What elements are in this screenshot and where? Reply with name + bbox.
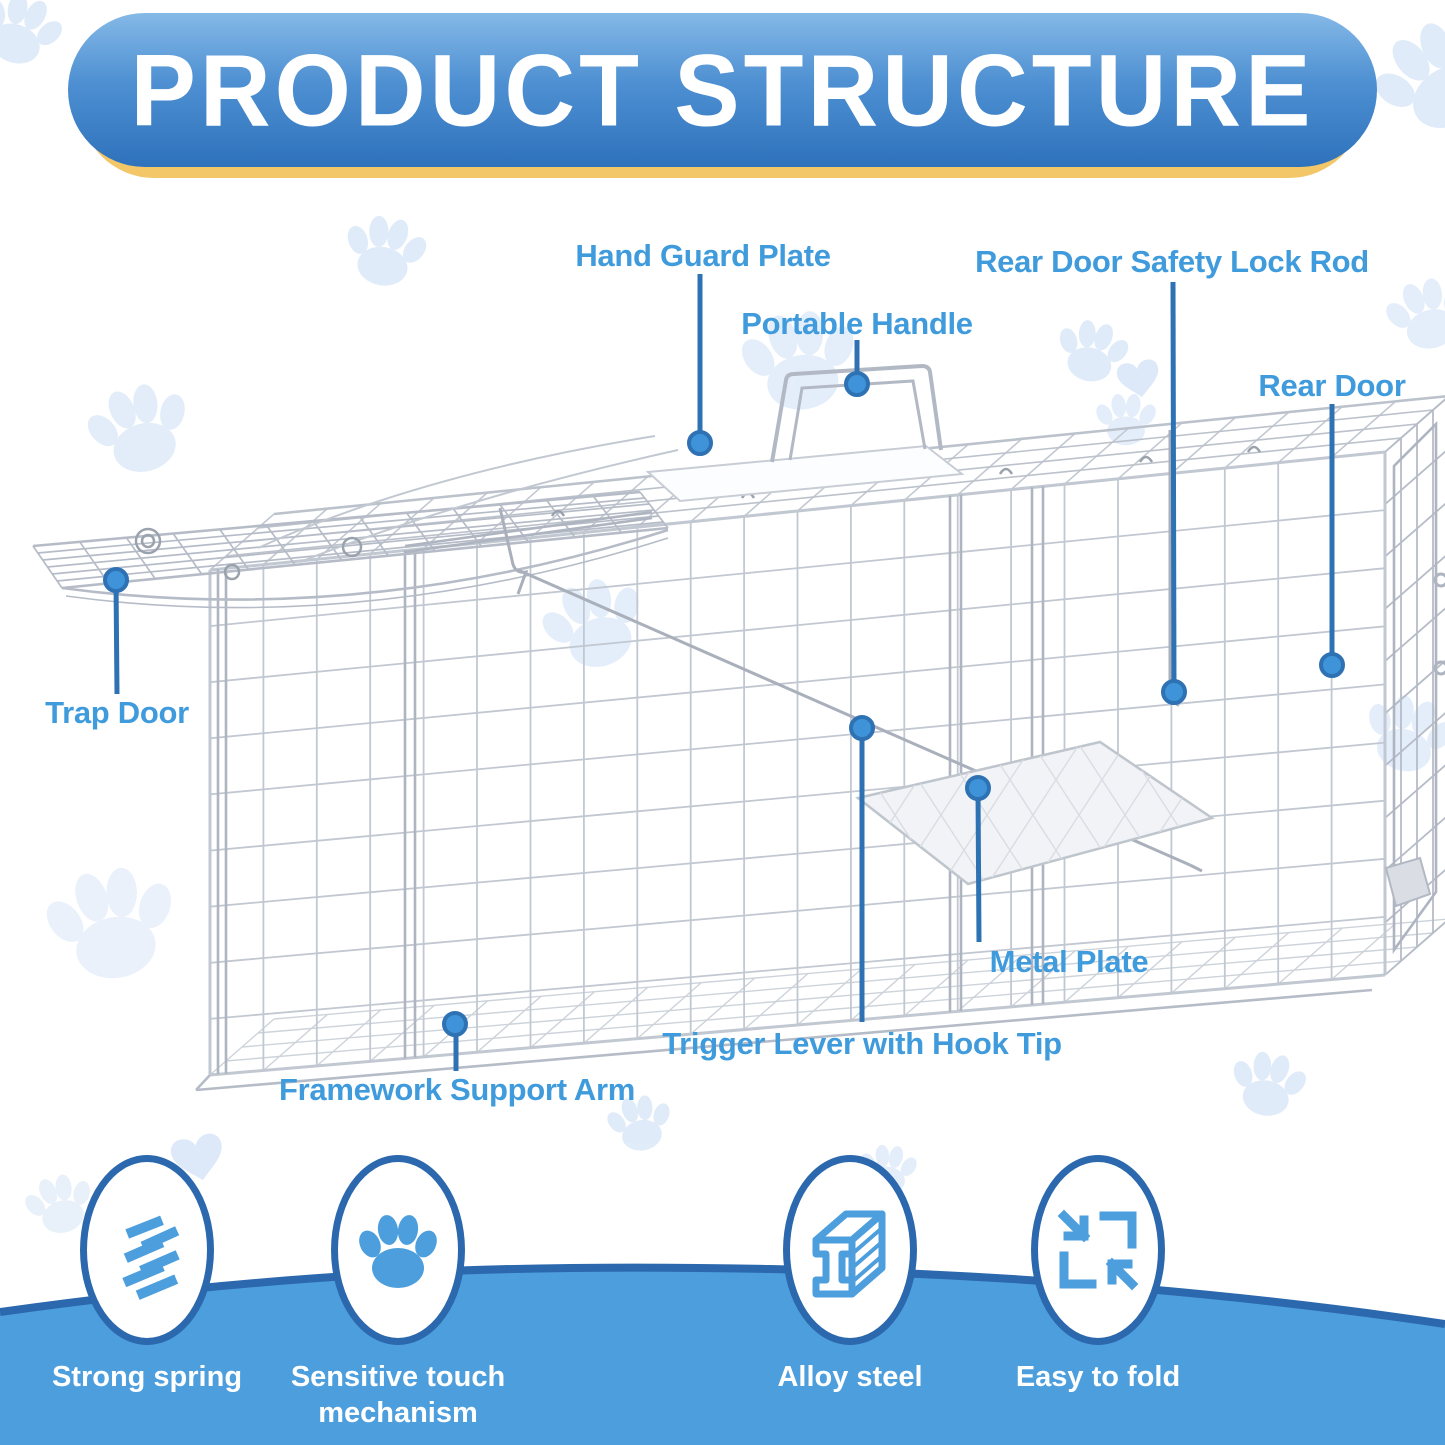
cage-front-wall xyxy=(208,450,1387,1077)
callout-dot-rear-door xyxy=(1319,652,1345,678)
steel-icon xyxy=(812,1210,886,1298)
callout-line-rear-door-safety-lock-rod xyxy=(1170,281,1177,693)
callout-overlay xyxy=(103,274,1345,1071)
rear-door-hinge xyxy=(1433,660,1445,676)
rear-door-lock-plate xyxy=(1384,856,1432,908)
feature-circle-sensitive-touch xyxy=(331,1155,465,1345)
callout-line-trap-door xyxy=(113,579,120,695)
feature-circle-strong-spring xyxy=(80,1155,214,1345)
hand-guard-plate xyxy=(645,444,965,503)
paw-icon xyxy=(359,1215,437,1288)
feature-label: Alloy steel xyxy=(777,1361,923,1393)
callout-label-framework-support-arm: Framework Support Arm xyxy=(279,1072,635,1107)
feature-alloy-steel: Alloy steel xyxy=(690,1155,1010,1395)
fold-icon xyxy=(1057,1209,1139,1291)
rear-door-details xyxy=(1384,420,1445,955)
roof-clip xyxy=(1246,445,1262,453)
trap-door-details xyxy=(61,435,1262,609)
feature-label: Strong spring xyxy=(51,1361,243,1393)
callout-line-metal-plate xyxy=(975,787,982,943)
door-spring-coil xyxy=(134,527,162,555)
page-title: PRODUCT STRUCTURE xyxy=(130,32,1315,147)
callout-label-rear-door: Rear Door xyxy=(1258,368,1406,403)
feature-label: Sensitive touch mechanism xyxy=(290,1361,506,1430)
feature-easy-to-fold: Easy to fold xyxy=(938,1155,1258,1395)
callout-label-metal-plate: Metal Plate xyxy=(989,944,1149,979)
callout-label-portable-handle: Portable Handle xyxy=(741,306,973,341)
door-spring-coil xyxy=(341,536,363,558)
banner: PRODUCT STRUCTURE xyxy=(68,13,1377,167)
roof-clip xyxy=(1138,455,1154,463)
callout-dot-portable-handle xyxy=(844,371,870,397)
metal-plate xyxy=(855,740,1215,886)
feature-circle-easy-to-fold xyxy=(1031,1155,1165,1345)
callout-dot-rear-door-safety-lock-rod xyxy=(1161,679,1187,705)
feature-label: Easy to fold xyxy=(1015,1361,1181,1393)
feature-sensitive-touch: Sensitive touch mechanism xyxy=(238,1155,558,1432)
feature-strong-spring: Strong spring xyxy=(0,1155,307,1395)
feature-circle-alloy-steel xyxy=(783,1155,917,1345)
callout-label-rear-door-safety-lock-rod: Rear Door Safety Lock Rod xyxy=(975,244,1369,279)
callout-label-trigger-lever: Trigger Lever with Hook Tip xyxy=(662,1026,1062,1061)
callout-dot-hand-guard-plate xyxy=(687,430,713,456)
rear-door-hinge xyxy=(1433,572,1445,588)
roof-clip xyxy=(998,467,1014,475)
callout-dot-trap-door xyxy=(103,567,129,593)
spring-icon xyxy=(122,1215,180,1300)
callout-dot-trigger-lever xyxy=(849,715,875,741)
callout-dot-metal-plate xyxy=(965,775,991,801)
roof-clip xyxy=(550,509,566,517)
door-guide-rails xyxy=(216,486,1045,1075)
callout-label-hand-guard-plate: Hand Guard Plate xyxy=(575,238,831,273)
callout-dot-framework-support-arm xyxy=(442,1011,468,1037)
callout-label-trap-door: Trap Door xyxy=(45,695,189,730)
